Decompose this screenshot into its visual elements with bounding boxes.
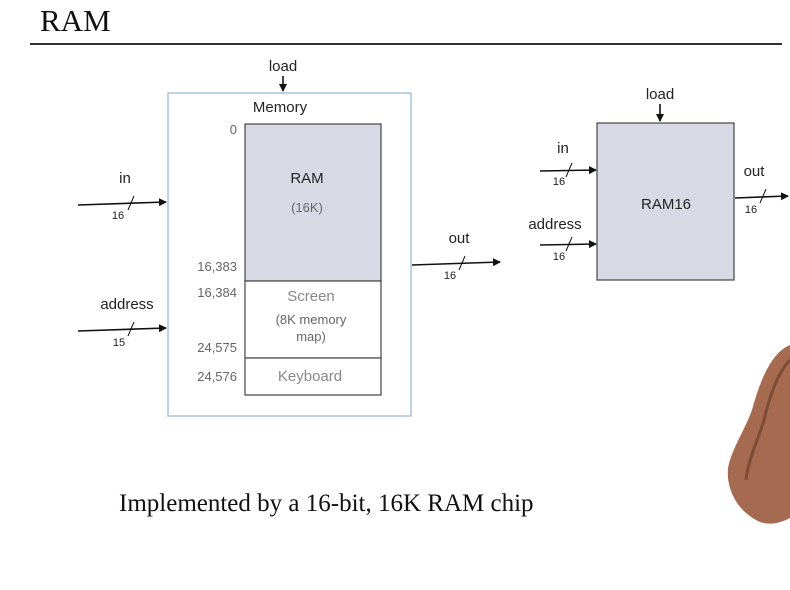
memory-in-width: 16 (112, 210, 124, 222)
ram16-out-label: out (744, 163, 766, 180)
address-24575: 24,575 (197, 340, 237, 355)
keyboard-block-name: Keyboard (278, 368, 342, 385)
address-16383: 16,383 (197, 259, 237, 274)
ram16-out-bus-slash (760, 189, 766, 203)
memory-address-arrow (78, 328, 166, 331)
memory-out-width: 16 (444, 270, 456, 282)
screen-block-name: Screen (287, 288, 335, 305)
ram16-address-label: address (528, 216, 581, 233)
memory-title: Memory (253, 99, 308, 116)
ram16-in-label: in (557, 140, 569, 157)
memory-address-width: 15 (113, 337, 125, 349)
ram16-name: RAM16 (641, 196, 691, 213)
memory-out-label: out (449, 230, 471, 247)
ram16-address-arrow (540, 244, 596, 245)
ram-block-name: RAM (290, 170, 323, 187)
address-16384: 16,384 (197, 285, 237, 300)
ram16-in-width: 16 (553, 176, 565, 188)
ram16-out-arrow (735, 196, 788, 198)
memory-load-label: load (269, 58, 297, 75)
ram16-address-width: 16 (553, 251, 565, 263)
address-24576: 24,576 (197, 369, 237, 384)
memory-in-label: in (119, 170, 131, 187)
ram16-out-width: 16 (745, 204, 757, 216)
memory-in-arrow (78, 202, 166, 205)
screen-block-desc-2: map) (296, 329, 326, 344)
slide-caption: Implemented by a 16-bit, 16K RAM chip (119, 490, 534, 518)
ram-block-size: (16K) (291, 200, 323, 215)
ram16-in-arrow (540, 170, 596, 171)
memory-address-label: address (100, 296, 153, 313)
screen-block-desc-1: (8K memory (276, 312, 347, 327)
memory-out-arrow (412, 262, 500, 265)
address-0: 0 (230, 122, 237, 137)
ram16-load-label: load (646, 86, 674, 103)
